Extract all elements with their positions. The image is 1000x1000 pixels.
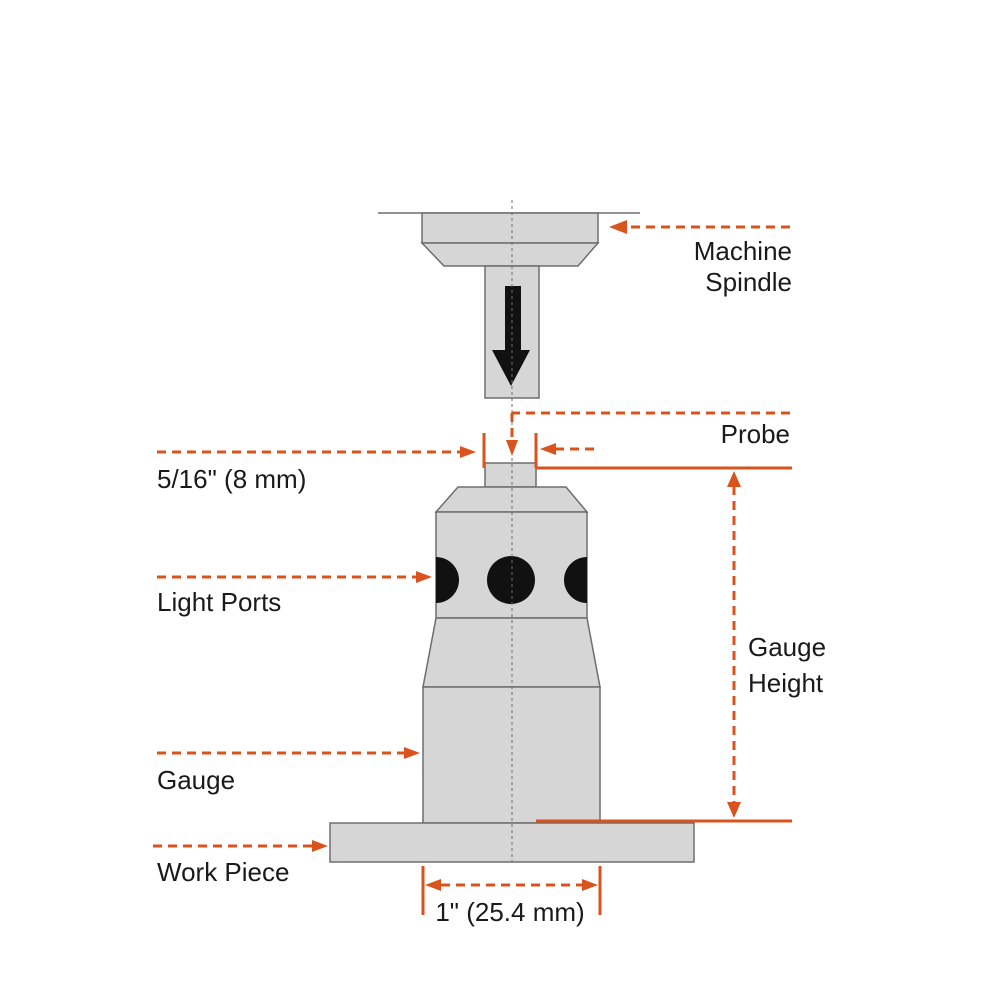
probe-callout: Probe xyxy=(506,411,790,456)
arrow-head-icon xyxy=(506,440,518,456)
light-port-right xyxy=(564,557,587,603)
gauge-callout: Gauge xyxy=(157,747,420,795)
arrow-head-icon xyxy=(404,747,420,759)
label-light-ports: Light Ports xyxy=(157,587,281,617)
light-port-center xyxy=(487,556,535,604)
label-gauge-height-2: Height xyxy=(748,668,824,698)
arrow-head-icon xyxy=(609,220,627,234)
arrow-head-icon xyxy=(540,443,556,455)
machine-spindle xyxy=(378,212,640,399)
down-arrow-icon xyxy=(492,286,530,386)
label-machine-spindle-1: Machine xyxy=(694,236,792,266)
label-work-piece: Work Piece xyxy=(157,857,289,887)
label-probe: Probe xyxy=(721,419,790,449)
probe-tip xyxy=(484,462,537,488)
arrow-head-icon xyxy=(416,571,432,583)
arrow-head-icon xyxy=(582,879,598,891)
machine-spindle-callout: Machine Spindle xyxy=(609,220,792,297)
base-width-dimension: 1" (25.4 mm) xyxy=(421,866,602,927)
label-probe-width: 5/16" (8 mm) xyxy=(157,464,306,494)
label-base-width: 1" (25.4 mm) xyxy=(435,897,584,927)
label-gauge: Gauge xyxy=(157,765,235,795)
spindle-chamfer xyxy=(420,242,600,267)
light-ports-callout: Light Ports xyxy=(157,571,432,617)
arrow-head-icon xyxy=(460,446,476,458)
arrow-head-icon xyxy=(727,802,741,818)
arrow-head-icon xyxy=(312,840,328,852)
probe-width-dimension: 5/16" (8 mm) xyxy=(157,433,538,494)
work-piece-callout: Work Piece xyxy=(153,840,328,887)
arrow-head-icon xyxy=(727,471,741,487)
label-machine-spindle-2: Spindle xyxy=(705,267,792,297)
spindle-head-block xyxy=(421,212,599,244)
label-gauge-height-1: Gauge xyxy=(748,632,826,662)
light-port-left xyxy=(436,557,459,603)
gauge-height-dimension: Gauge Height xyxy=(536,466,826,823)
gauge-body xyxy=(422,462,601,824)
arrow-head-icon xyxy=(425,879,441,891)
light-ports xyxy=(436,556,587,604)
